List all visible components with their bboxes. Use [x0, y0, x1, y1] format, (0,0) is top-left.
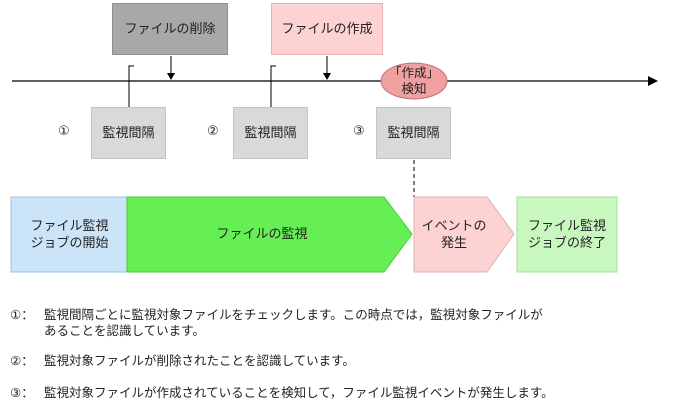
- note-1-marker: ①：: [10, 307, 34, 322]
- monitoring-arrow-shape: [126, 196, 413, 273]
- timeline-arrowhead: [648, 76, 658, 86]
- job-end-label: ファイル監視 ジョブの終了: [517, 197, 617, 272]
- note-2-text: 監視対象ファイルが削除されたことを認識しています。: [44, 353, 355, 368]
- detect-label: 「作成」 検知: [381, 63, 447, 99]
- interval-3-box: 監視間隔: [376, 107, 451, 159]
- job-end-box: [516, 196, 618, 273]
- event-label: イベントの 発生: [414, 197, 494, 272]
- interval-1-number: ①: [58, 124, 70, 139]
- note-1-line2: あることを認識しています。: [44, 323, 205, 338]
- note-3-marker: ③：: [10, 385, 34, 400]
- event-line2: 発生: [440, 235, 467, 251]
- interval-2-box: 監視間隔: [233, 107, 308, 159]
- interval-3-number: ③: [353, 124, 365, 139]
- interval-1-box: 監視間隔: [91, 107, 166, 159]
- file-create-box: ファイルの作成: [271, 3, 383, 55]
- event-line1: イベントの: [421, 218, 487, 234]
- file-create-label: ファイルの作成: [281, 21, 373, 37]
- note-1-line1: 監視間隔ごとに監視対象ファイルをチェックします。この時点では，監視対象ファイルが: [44, 307, 543, 322]
- interval-2-label: 監視間隔: [244, 125, 297, 141]
- job-start-line1: ファイル監視: [30, 218, 109, 234]
- interval-2-number: ②: [207, 124, 219, 139]
- interval-3-label: 監視間隔: [387, 125, 440, 141]
- interval-1-label: 監視間隔: [102, 125, 155, 141]
- delete-pointer-arrowhead: [167, 73, 175, 80]
- job-end-line1: ファイル監視: [527, 218, 606, 234]
- note-2-marker: ②：: [10, 353, 34, 368]
- event-box-shape: [413, 196, 515, 273]
- job-start-line2: ジョブの開始: [30, 235, 109, 251]
- create-pointer-arrowhead: [323, 73, 331, 80]
- file-delete-box: ファイルの削除: [112, 3, 228, 55]
- detect-label-line2: 検知: [401, 81, 427, 96]
- job-start-box: [10, 196, 129, 273]
- job-end-line2: ジョブの終了: [527, 235, 606, 251]
- detect-label-line1: 「作成」: [388, 65, 439, 80]
- job-start-label: ファイル監視 ジョブの開始: [11, 197, 128, 272]
- note-3-text: 監視対象ファイルが作成されていることを検知して，ファイル監視イベントが発生します…: [44, 385, 554, 400]
- detect-ellipse: [380, 62, 448, 100]
- monitoring-label: ファイルの監視: [127, 197, 397, 272]
- monitoring-text: ファイルの監視: [216, 227, 308, 242]
- file-delete-label: ファイルの削除: [124, 21, 216, 37]
